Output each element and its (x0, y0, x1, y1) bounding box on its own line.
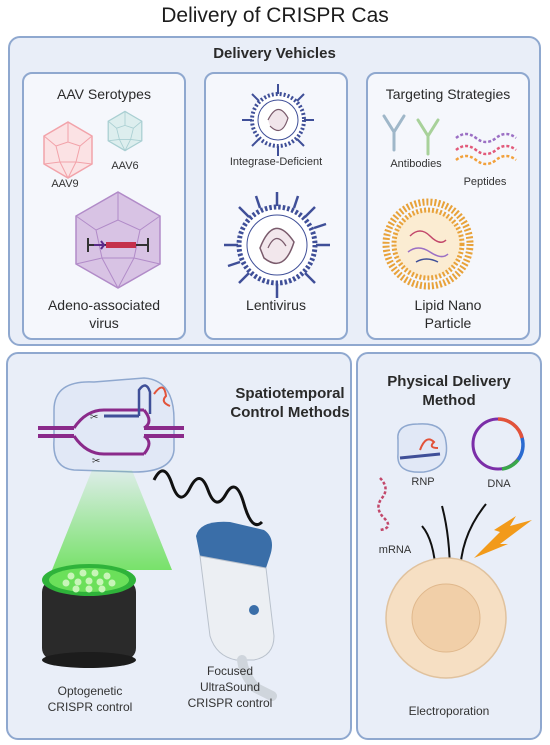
physical-heading-line1: Physical Delivery (387, 373, 511, 390)
lipid-nanoparticle-icon (382, 198, 474, 290)
aav-capsid-with-cargo-icon (75, 191, 161, 289)
aav9-label: AAV9 (51, 178, 79, 190)
dna-label: DNA (487, 478, 511, 490)
spatiotemporal-heading-line2: Control Methods (230, 404, 350, 421)
crispr-complex-icon: ✂ ✂ (38, 377, 184, 473)
rnp-icon (397, 423, 448, 473)
light-beam (52, 470, 172, 570)
optogenetic-device-icon (42, 564, 136, 668)
electroporation-label: Electroporation (408, 704, 490, 718)
lightning-bolt-icon (474, 516, 532, 558)
lnp-caption-line1: Lipid Nano (414, 297, 482, 313)
mrna-label: mRNA (378, 544, 412, 556)
aav6-label: AAV6 (111, 160, 139, 172)
aav6-capsid-icon (107, 110, 143, 152)
physical-heading-line2: Method (422, 392, 476, 409)
antibodies-label: Antibodies (390, 158, 442, 170)
lentivirus-icon (224, 192, 330, 298)
ultrasound-wave (152, 469, 264, 527)
ultrasound-label-line3: CRISPR control (187, 696, 273, 710)
mrna-icon (377, 477, 390, 532)
lentivirus-caption: Lentivirus (246, 297, 306, 313)
optogenetic-label-line1: Optogenetic (57, 684, 123, 698)
targeting-heading: Targeting Strategies (385, 86, 511, 102)
aav-caption-line2: virus (89, 315, 119, 331)
cell-icon (385, 557, 507, 679)
integrase-deficient-label: Integrase-Deficient (229, 156, 323, 168)
delivery-vehicles-heading: Delivery Vehicles (213, 45, 336, 62)
svg-text:✂: ✂ (90, 412, 98, 423)
rnp-label: RNP (411, 476, 435, 488)
aav-heading: AAV Serotypes (57, 86, 151, 102)
page-title: Delivery of CRISPR Cas (161, 4, 389, 27)
ultrasound-probe-icon (196, 521, 277, 701)
peptides-icon (455, 132, 517, 166)
svg-text:✂: ✂ (92, 456, 100, 467)
ultrasound-label-line2: UltraSound (199, 680, 261, 694)
aav9-capsid-icon (43, 121, 93, 179)
ultrasound-label-line1: Focused (206, 664, 254, 678)
aav-caption-line1: Adeno-associated (47, 297, 161, 313)
optogenetic-label-line2: CRISPR control (47, 700, 133, 714)
lnp-caption-line2: Particle (424, 315, 472, 331)
antibodies-icon (382, 114, 440, 156)
dna-plasmid-icon (471, 417, 525, 471)
peptides-label: Peptides (463, 176, 507, 188)
integrase-deficient-virus-icon (242, 84, 314, 156)
spatiotemporal-heading-line1: Spatiotemporal (235, 385, 345, 402)
